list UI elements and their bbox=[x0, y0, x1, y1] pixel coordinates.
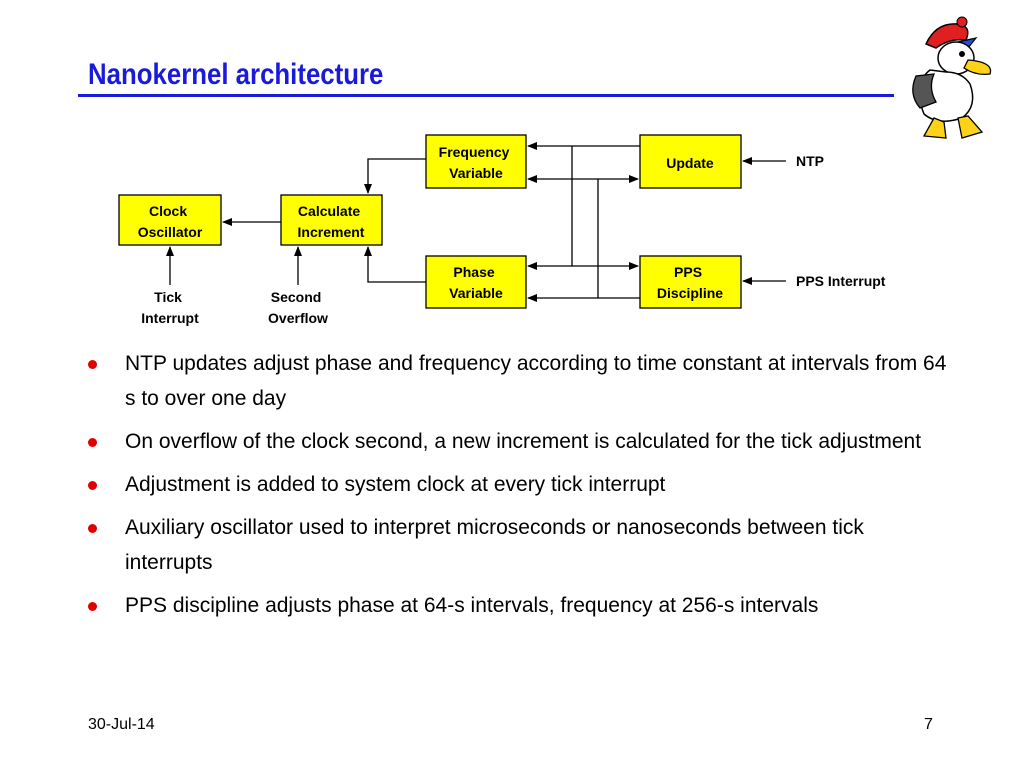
pps-discipline-box bbox=[639, 255, 742, 309]
bullet-item: Auxiliary oscillator used to interpret m… bbox=[88, 510, 948, 580]
pps-interrupt-input-label: PPS Interrupt bbox=[796, 273, 886, 289]
slide-date: 30-Jul-14 bbox=[88, 716, 155, 733]
update-box bbox=[639, 134, 742, 189]
page-number: 7 bbox=[924, 716, 933, 733]
second-overflow-label: Second Overflow bbox=[268, 289, 328, 326]
pps-to-frequency-arrow bbox=[527, 175, 640, 299]
bullet-list: NTP updates adjust phase and frequency a… bbox=[88, 346, 948, 631]
frequency-to-increment-arrow bbox=[364, 158, 426, 194]
bullet-dot-icon bbox=[88, 360, 97, 369]
update-label: Update bbox=[666, 155, 714, 171]
calculate-increment-label: Calculate Increment bbox=[298, 203, 365, 240]
frequency-variable-label: Frequency Variable bbox=[439, 144, 514, 181]
phase-to-increment-arrow bbox=[364, 246, 426, 283]
bullet-dot-icon bbox=[88, 602, 97, 611]
slide-title: Nanokernel architecture bbox=[88, 58, 384, 91]
update-to-phase-arrow bbox=[527, 146, 573, 270]
calculate-increment-box bbox=[280, 194, 383, 246]
phase-variable-box bbox=[425, 255, 527, 309]
pps-discipline-label: PPS Discipline bbox=[657, 264, 723, 301]
bullet-dot-icon bbox=[88, 438, 97, 447]
architecture-diagram: Frequency Variable Update Clock Oscillat… bbox=[118, 134, 886, 326]
bullet-item: On overflow of the clock second, a new i… bbox=[88, 424, 948, 459]
phase-variable-label: Phase Variable bbox=[449, 264, 503, 301]
frequency-variable-box bbox=[425, 134, 527, 189]
clock-oscillator-box bbox=[118, 194, 222, 246]
bullet-dot-icon bbox=[88, 524, 97, 533]
duck-mascot-icon bbox=[912, 16, 992, 139]
bullet-item: NTP updates adjust phase and frequency a… bbox=[88, 346, 948, 416]
tick-interrupt-label: Tick Interrupt bbox=[141, 289, 199, 326]
bullet-item: Adjustment is added to system clock at e… bbox=[88, 467, 948, 502]
title-underline bbox=[78, 94, 894, 97]
bullet-dot-icon bbox=[88, 481, 97, 490]
ntp-input-label: NTP bbox=[796, 153, 824, 169]
clock-oscillator-label: Clock Oscillator bbox=[138, 203, 203, 240]
bullet-item: PPS discipline adjusts phase at 64-s int… bbox=[88, 588, 948, 623]
